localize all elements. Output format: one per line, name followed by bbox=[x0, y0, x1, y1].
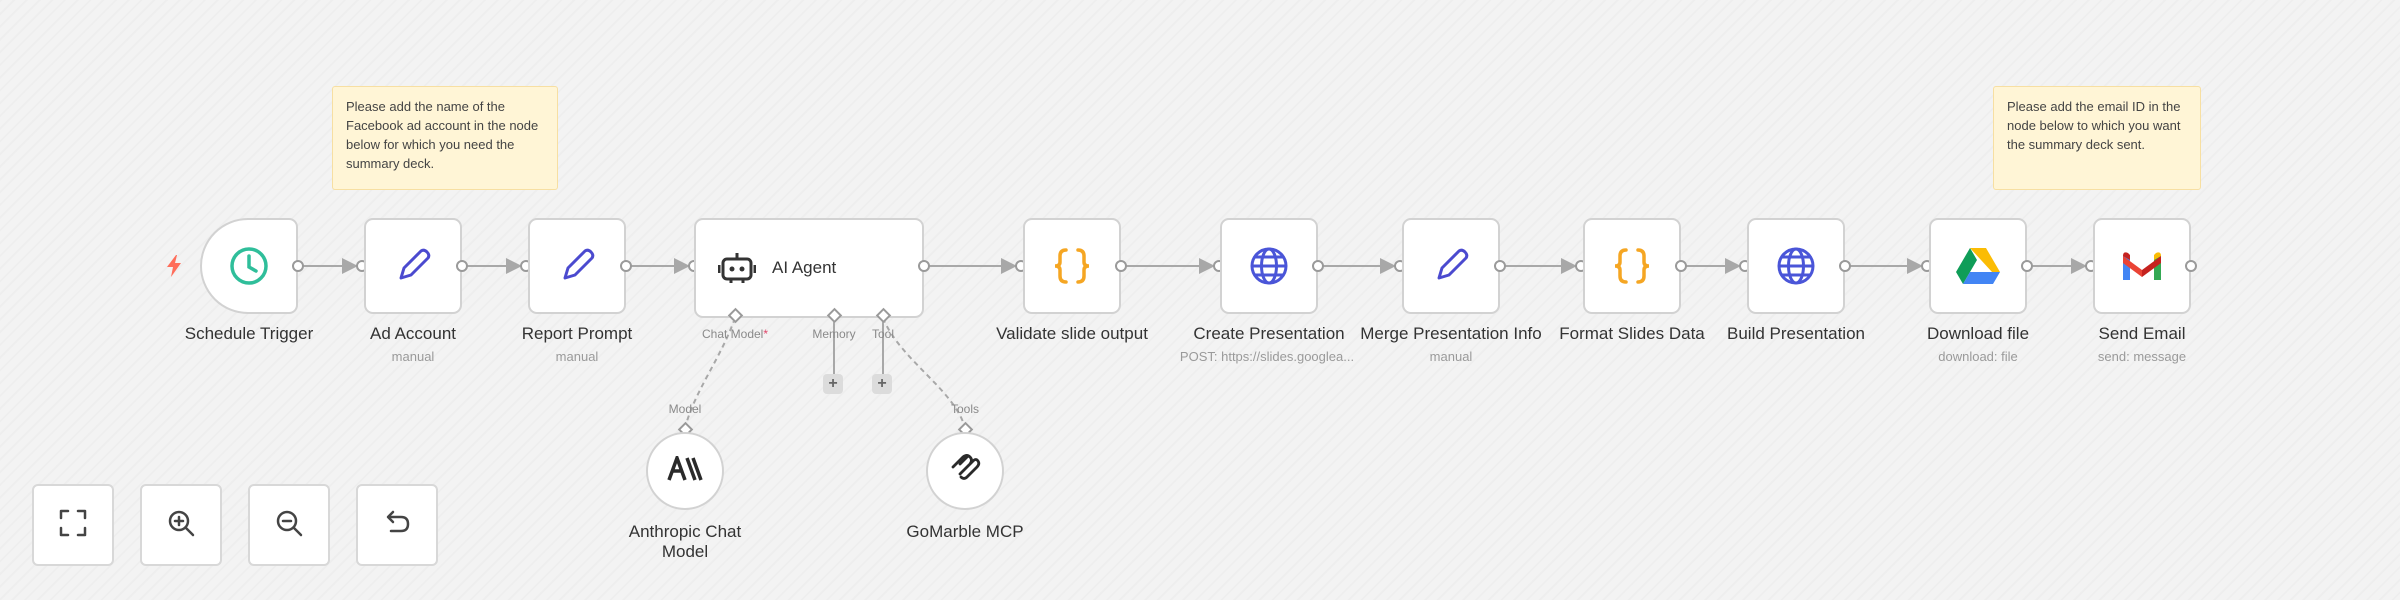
node-ai-agent[interactable]: AI Agent bbox=[694, 218, 924, 318]
memory-slot-label: Memory bbox=[812, 327, 856, 341]
add-tool-button[interactable]: + bbox=[872, 374, 892, 394]
node-label: GoMarble MCP bbox=[906, 522, 1024, 541]
pencil-icon bbox=[1431, 246, 1471, 286]
undo-icon bbox=[382, 508, 412, 543]
output-port[interactable] bbox=[2185, 260, 2197, 272]
node-sublabel: send: message bbox=[2097, 349, 2187, 364]
node-label: Download file bbox=[1926, 324, 2030, 343]
node-create-presentation[interactable] bbox=[1220, 218, 1318, 314]
output-port[interactable] bbox=[1312, 260, 1324, 272]
node-sublabel: manual bbox=[555, 349, 599, 364]
output-port[interactable] bbox=[456, 260, 468, 272]
output-port[interactable] bbox=[1839, 260, 1851, 272]
node-report-prompt[interactable] bbox=[528, 218, 626, 314]
model-connector-label: Model bbox=[668, 402, 702, 416]
sticky-note-text: Please add the name of the Facebook ad a… bbox=[346, 99, 539, 171]
node-download-file[interactable] bbox=[1929, 218, 2027, 314]
zoom-out-button[interactable] bbox=[248, 484, 330, 566]
globe-icon bbox=[1775, 245, 1817, 287]
node-sublabel: manual bbox=[391, 349, 435, 364]
node-sublabel: POST: https://slides.googlea... bbox=[1179, 349, 1355, 364]
chat-model-slot-label: Chat Model* bbox=[701, 327, 769, 341]
node-anthropic-chat-model[interactable] bbox=[646, 432, 724, 510]
add-memory-button[interactable]: + bbox=[823, 374, 843, 394]
node-label: Create Presentation bbox=[1193, 324, 1345, 343]
output-port[interactable] bbox=[2021, 260, 2033, 272]
node-label: Build Presentation bbox=[1727, 324, 1865, 343]
node-label: Ad Account bbox=[369, 324, 457, 343]
node-label: Schedule Trigger bbox=[184, 324, 314, 343]
node-label: Anthropic Chat Model bbox=[628, 522, 742, 561]
output-port[interactable] bbox=[620, 260, 632, 272]
node-sublabel: download: file bbox=[1938, 349, 2018, 364]
node-label: Validate slide output bbox=[996, 324, 1148, 343]
output-port[interactable] bbox=[918, 260, 930, 272]
gmail-icon bbox=[2121, 250, 2163, 282]
zoom-out-icon bbox=[274, 508, 304, 543]
braces-icon bbox=[1611, 245, 1653, 287]
output-port[interactable] bbox=[292, 260, 304, 272]
node-label: AI Agent bbox=[772, 258, 837, 277]
reset-zoom-button[interactable] bbox=[356, 484, 438, 566]
node-label: Merge Presentation Info bbox=[1360, 324, 1542, 343]
clock-icon bbox=[228, 245, 270, 287]
node-validate-slide-output[interactable] bbox=[1023, 218, 1121, 314]
output-port[interactable] bbox=[1115, 260, 1127, 272]
output-port[interactable] bbox=[1494, 260, 1506, 272]
node-build-presentation[interactable] bbox=[1747, 218, 1845, 314]
sticky-note-facebook[interactable]: Please add the name of the Facebook ad a… bbox=[332, 86, 558, 190]
sticky-note-text: Please add the email ID in the node belo… bbox=[2007, 99, 2181, 152]
globe-icon bbox=[1248, 245, 1290, 287]
node-format-slides-data[interactable] bbox=[1583, 218, 1681, 314]
sticky-note-email[interactable]: Please add the email ID in the node belo… bbox=[1993, 86, 2201, 190]
zoom-in-button[interactable] bbox=[140, 484, 222, 566]
mcp-icon bbox=[949, 453, 981, 490]
trigger-bolt-icon bbox=[167, 255, 181, 277]
output-port[interactable] bbox=[1675, 260, 1687, 272]
node-label: Send Email bbox=[2098, 324, 2186, 343]
node-ad-account[interactable] bbox=[364, 218, 462, 314]
anthropic-icon bbox=[667, 452, 703, 487]
google-drive-icon bbox=[1955, 246, 2001, 286]
node-label: Format Slides Data bbox=[1559, 324, 1705, 343]
fit-view-button[interactable] bbox=[32, 484, 114, 566]
tools-connector-label: Tools bbox=[950, 402, 980, 416]
pencil-icon bbox=[393, 246, 433, 286]
node-merge-presentation-info[interactable] bbox=[1402, 218, 1500, 314]
node-schedule-trigger[interactable] bbox=[200, 218, 298, 314]
pencil-icon bbox=[557, 246, 597, 286]
zoom-in-icon bbox=[166, 508, 196, 543]
node-gomarble-mcp[interactable] bbox=[926, 432, 1004, 510]
node-label: Report Prompt bbox=[521, 324, 633, 343]
fullscreen-icon bbox=[58, 508, 88, 543]
braces-icon bbox=[1051, 245, 1093, 287]
tool-slot-label: Tool bbox=[871, 327, 895, 341]
robot-icon bbox=[718, 251, 756, 285]
node-send-email[interactable] bbox=[2093, 218, 2191, 314]
node-sublabel: manual bbox=[1429, 349, 1473, 364]
